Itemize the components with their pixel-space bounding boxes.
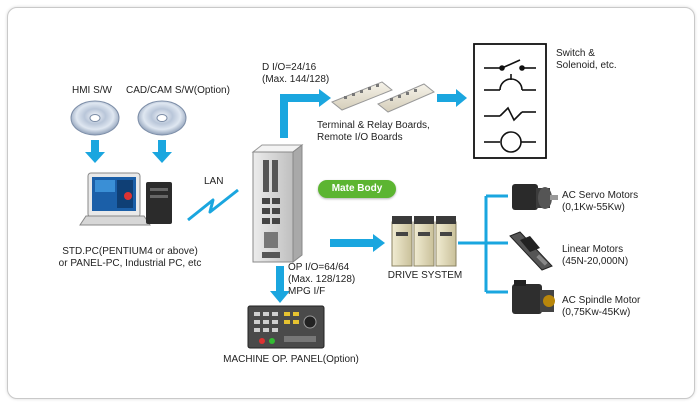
spindle-motor-icon	[512, 280, 555, 314]
relay-board-icon	[331, 81, 393, 111]
pc-label-line1: STD.PC(PENTIUM4 or above)	[62, 246, 198, 257]
dio-label-line1: D I/O=24/16	[262, 62, 317, 73]
lan-link	[187, 188, 239, 222]
arrow-switch	[437, 89, 467, 107]
motor-branches	[458, 194, 508, 294]
arrow-down	[85, 140, 105, 163]
spindle-label-line2: (0,75Kw-45Kw)	[562, 307, 631, 318]
servo-drive-icon	[413, 216, 435, 267]
linear-label-line2: (45N-20,000N)	[562, 256, 629, 267]
mate-body-badge: Mate Body	[318, 180, 396, 198]
servo-drive-icon	[435, 216, 457, 267]
cadcam-label: CAD/CAM S/W(Option)	[126, 85, 230, 96]
pc-label-line2: or PANEL-PC, Industrial PC, etc	[58, 258, 202, 269]
op-label-line1: OP I/O=64/64	[288, 262, 350, 273]
arrow-dio	[280, 89, 331, 138]
linear-label-line1: Linear Motors	[562, 244, 624, 255]
cd-disc-icon	[70, 100, 120, 136]
lan-label: LAN	[204, 176, 224, 187]
servo-motor-icon	[512, 184, 558, 210]
op-panel-icon	[247, 305, 325, 349]
cd-disc-icon	[137, 100, 187, 136]
switch-label-line2: Solenoid, etc.	[556, 60, 617, 71]
pc-computer-icon	[79, 172, 172, 226]
controller-icon	[251, 143, 304, 264]
switch-label-line1: Switch &	[556, 48, 595, 59]
terminal-label-line1: Terminal & Relay Boards,	[317, 120, 430, 131]
relay-board-icon	[377, 83, 435, 113]
servo-label-line1: AC Servo Motors	[562, 190, 639, 201]
switch-symbol-icon	[473, 43, 547, 159]
op-label-line3: MPG I/F	[288, 286, 326, 297]
arrow-drive	[330, 234, 385, 252]
machine-panel-label: MACHINE OP. PANEL(Option)	[223, 354, 359, 365]
dio-label-line2: (Max. 144/128)	[262, 74, 330, 85]
op-label-line2: (Max. 128/128)	[288, 274, 356, 285]
spindle-label-line1: AC Spindle Motor	[562, 295, 641, 306]
arrow-down	[152, 140, 172, 163]
terminal-label-line2: Remote I/O Boards	[317, 132, 403, 143]
drive-system-label: DRIVE SYSTEM	[387, 270, 463, 281]
arrow-op	[270, 266, 290, 303]
hmi-label: HMI S/W	[72, 85, 112, 96]
linear-motor-icon	[509, 231, 553, 271]
servo-label-line2: (0,1Kw-55Kw)	[562, 202, 625, 213]
servo-drive-icon	[391, 216, 413, 267]
